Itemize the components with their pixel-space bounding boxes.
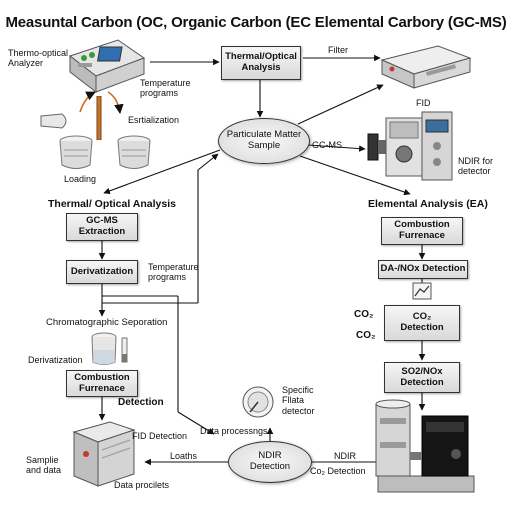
probe-rod-icon — [96, 96, 102, 140]
temperature-programs-label: Temperature programs — [140, 78, 191, 99]
detection-label: Detection — [118, 397, 164, 408]
da-nox-detection-box: DA-/NOx Detection — [378, 260, 468, 279]
combustion-furnace-left-box: Combustion Furrenace — [66, 370, 138, 397]
specific-filter-detector-label: Specific Fllata detector — [282, 385, 315, 416]
so2-nox-detection-box: SO2/NOx Detection — [384, 362, 460, 393]
loaths-label: Loaths — [170, 451, 198, 461]
fid-instrument-icon — [380, 45, 472, 89]
diagram-title: Measuntal Carbon (OC, Organic Carbon (EC… — [5, 14, 507, 31]
detector-gauge-icon — [242, 386, 274, 418]
derivatization-left-label: Derivatization — [28, 355, 83, 365]
sample-vial-left-icon — [59, 135, 93, 169]
elemental-analysis-heading: Elemental Analysis (EA) — [368, 198, 488, 210]
chromatographic-separation-label: Chromatographic Seporation — [46, 317, 168, 328]
data-products-label: Data procilets — [114, 480, 170, 490]
filter-label: Filter — [328, 45, 348, 55]
esterialization-label: Esrtialization — [128, 115, 180, 125]
chart-icon — [412, 282, 432, 300]
gc-ms-label: GC-MS — [312, 140, 342, 150]
ndir-label: NDIR — [334, 451, 356, 461]
co2-detection-label: Co₂ Detection — [310, 466, 366, 476]
ndir-detection-node: NDIR Detection — [228, 441, 312, 483]
sample-and-data-label: Samplie and data — [26, 455, 62, 476]
temperature-programs-mid-label: Temperature programs — [148, 262, 199, 283]
ndir-instrument-icon — [375, 399, 475, 493]
data-processings-label: Data processngs — [200, 426, 268, 436]
filter-punch-icon — [40, 113, 67, 129]
ndir-for-detector-label: NDIR for detector — [458, 156, 494, 177]
thermo-optical-analyzer-icon — [68, 39, 146, 94]
fid-label: FID — [416, 98, 431, 108]
particulate-matter-sample: Particulate Matter Sample — [218, 118, 310, 164]
gc-ms-instrument-icon — [367, 111, 453, 181]
co2-label-b: CO₂ — [356, 330, 376, 341]
loading-label: Loading — [64, 174, 97, 184]
thermal-optical-heading: Thermal/ Optical Analysis — [48, 198, 176, 210]
beaker-icon — [91, 332, 128, 365]
co2-label-a: CO₂ — [354, 309, 374, 320]
thermo-analyzer-label: Thermo-optical Analyzer — [8, 48, 69, 69]
co2-detection-box: CO₂ Detection — [384, 305, 460, 341]
combustion-furnace-right-box: Combustion Furrenace — [381, 217, 463, 245]
thermal-optical-analysis-box: Thermal/Optical Analysis — [221, 46, 301, 80]
derivatization-box: Derivatization — [66, 260, 138, 284]
fid-detection-label: FID Detection — [132, 431, 188, 441]
sample-vial-right-icon — [117, 135, 151, 169]
fid-detection-instrument-icon — [72, 421, 136, 487]
gc-ms-extraction-box: GC-MS Extraction — [66, 213, 138, 241]
